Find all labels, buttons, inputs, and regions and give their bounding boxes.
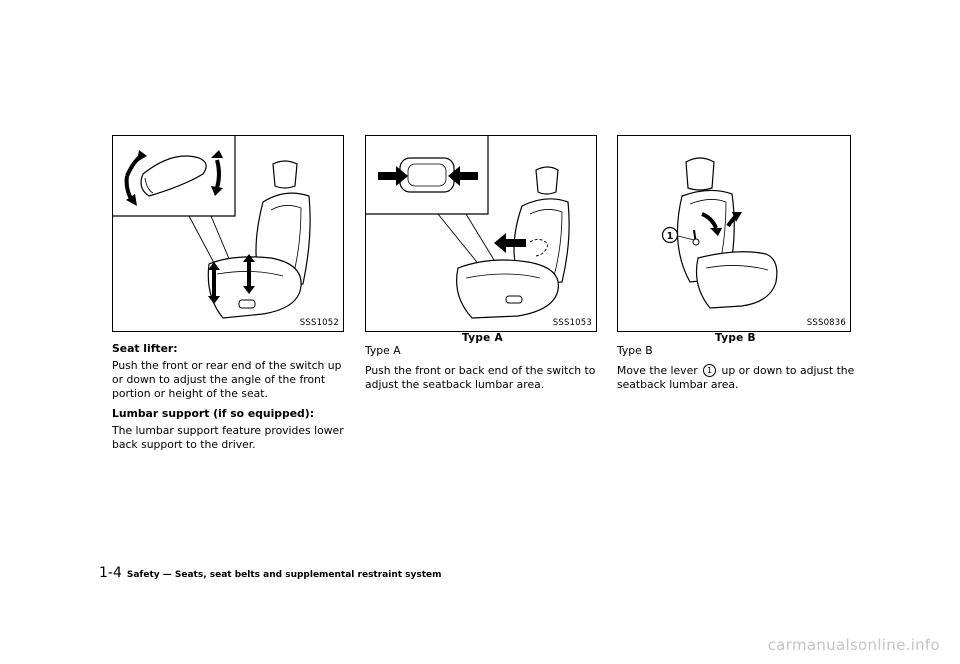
figure-lumbar-type-b: 1 SSS0836 <box>617 135 851 332</box>
figure-code: SSS1053 <box>552 318 592 328</box>
figure-caption: Type A <box>462 332 503 344</box>
lumbar-type-a-illustration <box>366 136 570 319</box>
paragraph-type-b: Move the lever 1 up or down to adjust th… <box>617 364 855 392</box>
label-type-a: Type A <box>365 344 401 357</box>
figure-code: SSS0836 <box>806 318 846 328</box>
watermark: carmanualsonline.info <box>767 636 940 654</box>
callout-1-marker: 1 <box>703 364 717 377</box>
page-number: 1-4 <box>99 565 122 581</box>
figure-seat-lifter: SSS1052 <box>112 135 344 332</box>
paragraph-type-b-start: Move the lever <box>617 364 698 377</box>
page-footer: 1-4 Safety — Seats, seat belts and supple… <box>99 562 442 581</box>
paragraph-type-b-end: up or down to adjust the seatback lumbar… <box>617 364 855 391</box>
paragraph-lumbar-support: The lumbar support feature provides lowe… <box>112 424 344 451</box>
section-title: Safety — Seats, seat belts and supplemen… <box>126 570 442 580</box>
callout-1-text: 1 <box>667 231 674 242</box>
figure-code: SSS1052 <box>299 318 339 328</box>
text-column-2: Type A Push the front or back end of the… <box>365 344 601 398</box>
lumbar-type-b-illustration: 1 <box>661 157 778 309</box>
text-column-1: Seat lifter: Push the front or rear end … <box>112 342 348 458</box>
paragraph-type-a: Push the front or back end of the switch… <box>365 364 596 391</box>
label-type-b: Type B <box>617 344 653 357</box>
figure-lumbar-type-a: SSS1053 <box>365 135 597 332</box>
heading-lumbar-support: Lumbar support (if so equipped): <box>112 407 315 420</box>
text-column-3: Type B Move the lever 1 up or down to ad… <box>617 344 855 398</box>
seat-lifter-illustration <box>113 136 311 319</box>
figure-caption: Type B <box>715 332 756 344</box>
paragraph-seat-lifter: Push the front or rear end of the switch… <box>112 359 342 400</box>
heading-seat-lifter: Seat lifter: <box>112 342 178 355</box>
